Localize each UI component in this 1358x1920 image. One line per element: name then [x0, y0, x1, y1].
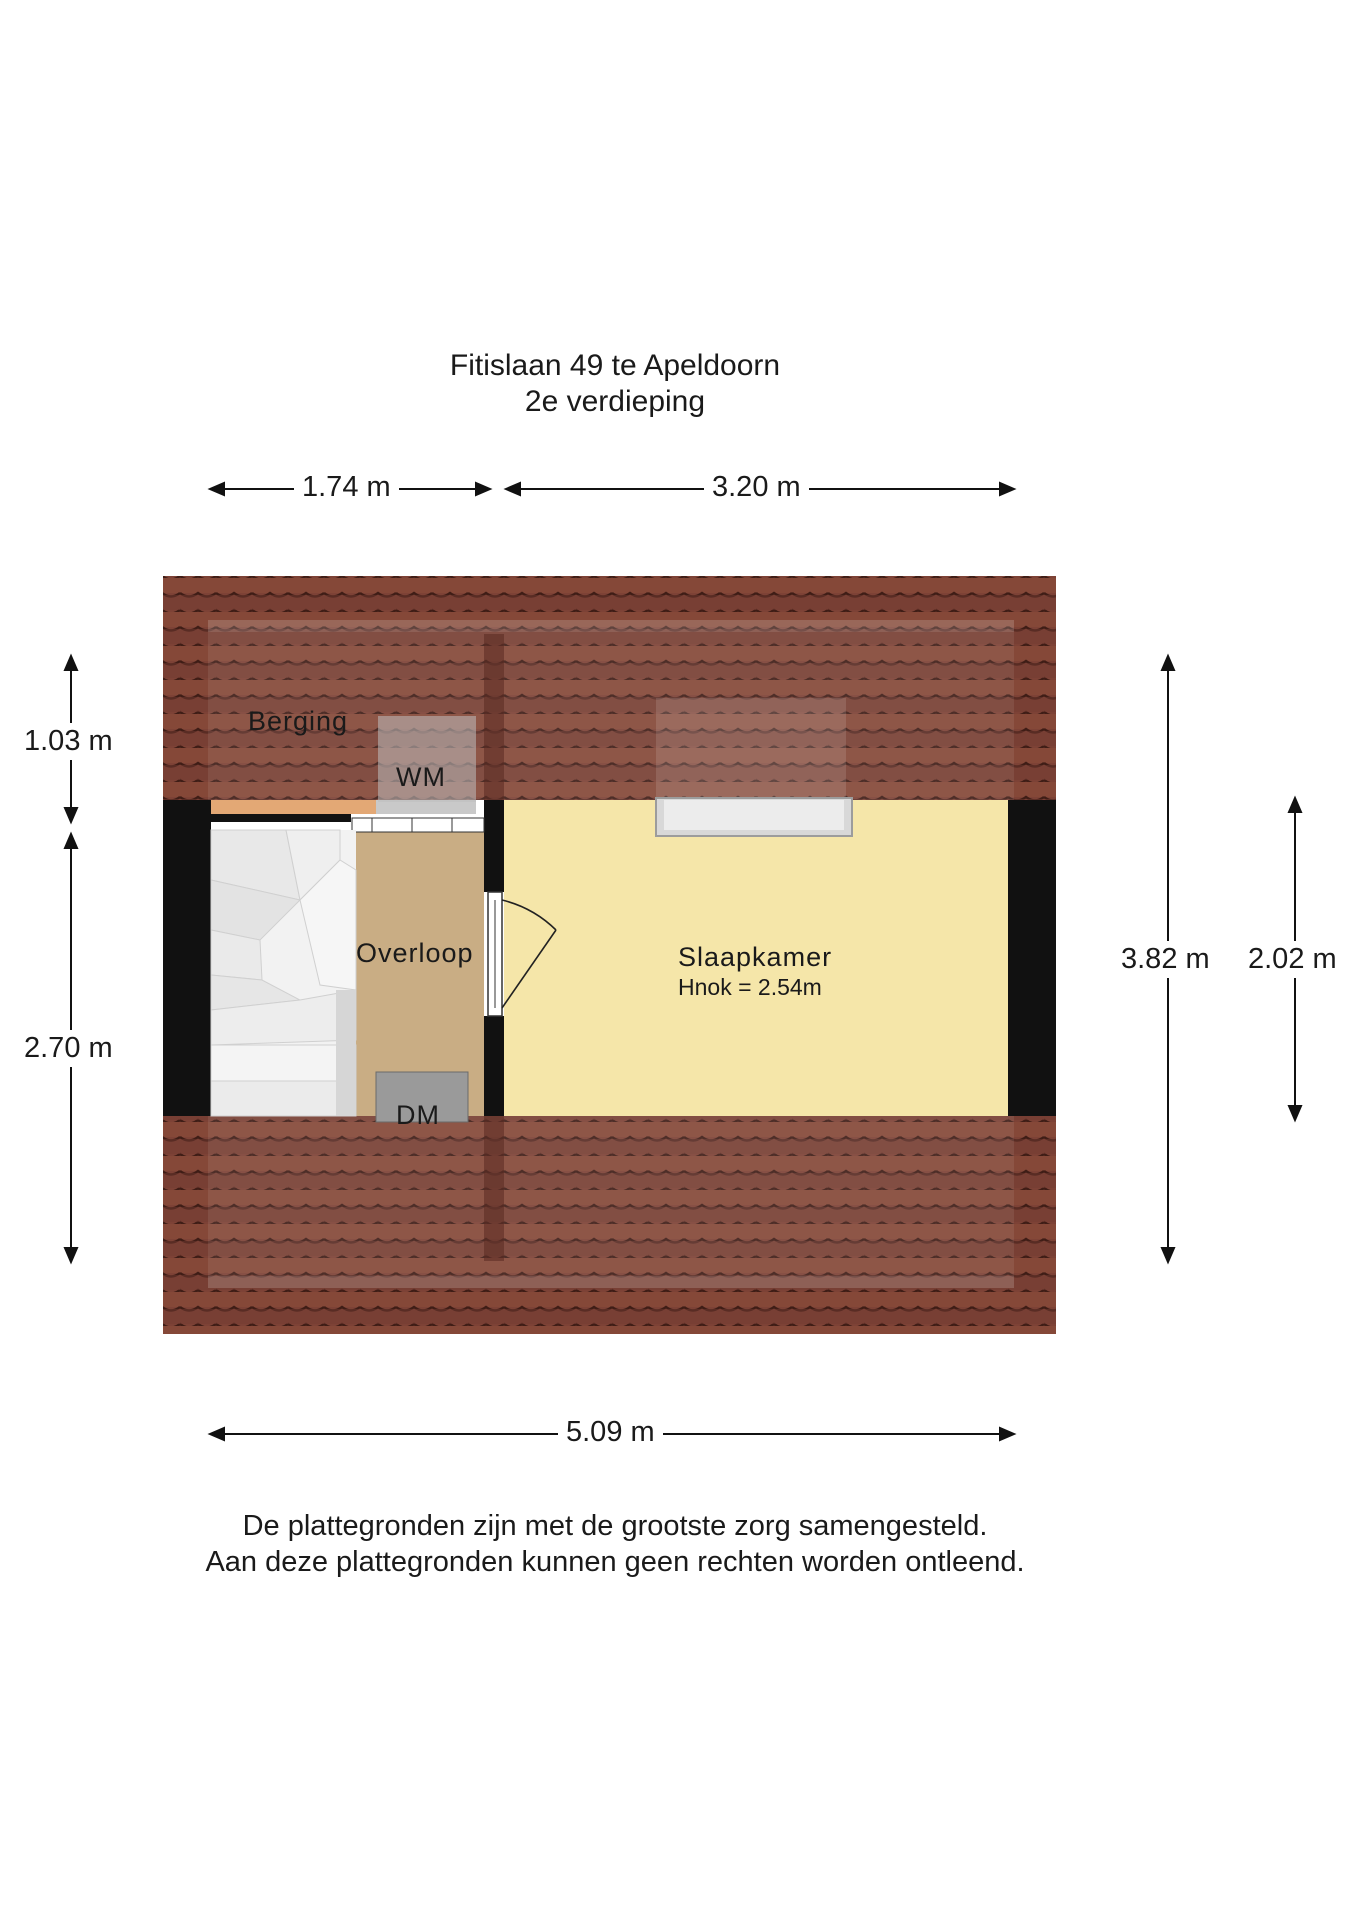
bedroom-floor: [504, 800, 1008, 1116]
roof-top: [163, 576, 1056, 800]
floor-title: 2e verdieping: [524, 385, 706, 418]
room-label-overloop: Overloop: [356, 938, 474, 968]
roof-window-outline: [656, 698, 846, 798]
staircase: [210, 829, 357, 1117]
dim-left-upper: 1.03 m: [24, 723, 113, 760]
room-note-slaapkamer: Hnok = 2.54m: [678, 974, 822, 1000]
bedroom-door: [487, 891, 557, 1017]
wall-partition-upper: [484, 800, 504, 892]
dim-top-right: 3.20 m: [704, 471, 809, 504]
storage-floor: [211, 800, 376, 814]
landing-floor: [356, 832, 484, 1116]
storage-door: [351, 817, 485, 833]
washing-machine: [378, 716, 476, 802]
wall-right: [1008, 800, 1056, 1116]
dim-bottom: 5.09 m: [558, 1416, 663, 1449]
roof-window: [655, 797, 853, 837]
room-label-slaapkamer: Slaapkamer: [678, 942, 833, 972]
dim-top-left: 1.74 m: [294, 471, 399, 504]
roof-inner-band-top: [208, 620, 1014, 800]
wall-partition-lower: [484, 1016, 504, 1116]
wall-left: [163, 800, 211, 1116]
disclaimer-line-2: Aan deze plattegronden kunnen geen recht…: [205, 1546, 1025, 1578]
room-label-dm: DM: [396, 1100, 440, 1130]
room-label-wm: WM: [396, 762, 446, 792]
address-title: Fitislaan 49 te Apeldoorn: [449, 349, 781, 382]
room-label-berging: Berging: [248, 706, 349, 736]
roof-bottom: [163, 1116, 1056, 1334]
dim-right-outer: 3.82 m: [1121, 941, 1210, 978]
heating-unit: [375, 1071, 469, 1123]
roof-inner-band-bottom: [208, 1116, 1014, 1288]
disclaimer-line-1: De plattegronden zijn met de grootste zo…: [242, 1510, 988, 1542]
dim-left-lower: 2.70 m: [24, 1030, 113, 1067]
dim-right-inner: 2.02 m: [1248, 941, 1337, 978]
